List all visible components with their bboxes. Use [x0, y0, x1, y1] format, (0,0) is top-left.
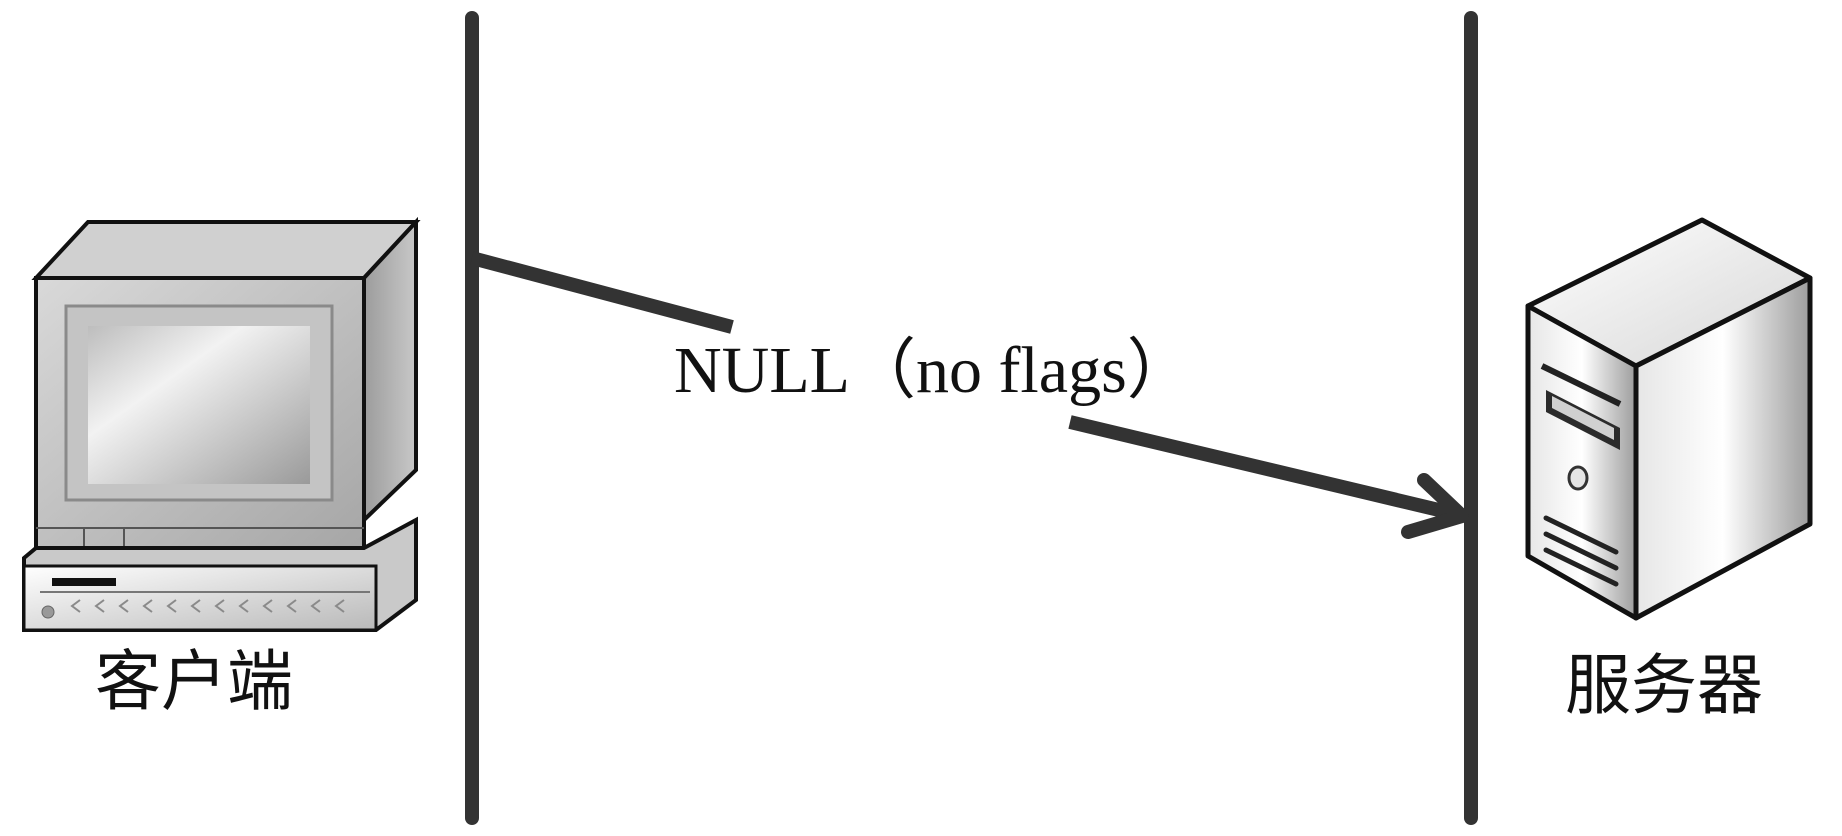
- client-label: 客户端: [95, 643, 293, 720]
- server-label: 服务器: [1565, 647, 1763, 724]
- tower-server-icon: [1525, 217, 1813, 621]
- message-arrow: [470, 251, 1469, 539]
- desktop-computer-icon: [22, 216, 421, 632]
- message-label: NULL（no flags）: [674, 334, 1193, 407]
